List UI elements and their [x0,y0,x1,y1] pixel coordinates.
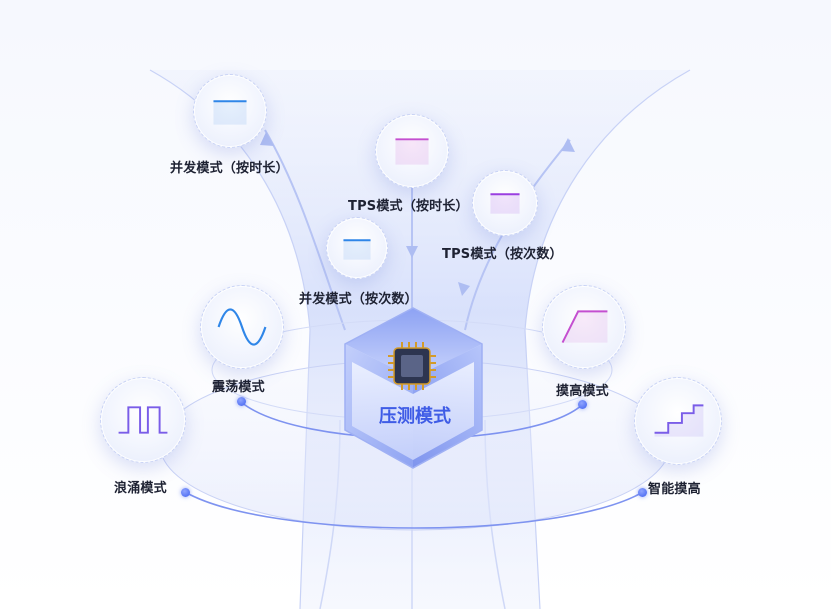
ring-dot [578,400,587,409]
ring-dot [181,488,190,497]
mode-node-concurrency-duration[interactable] [193,74,267,148]
arrow-up-icon [561,138,575,152]
mode-label-concurrency-count: 并发模式（按次数） [299,292,418,307]
center-title: 压测模式 [379,406,451,427]
mode-label-concurrency-duration: 并发模式（按时长） [170,161,289,176]
arrow-down-icon [458,282,470,296]
ramp-up-icon [561,310,608,344]
mode-label-oscillation: 震荡模式 [212,380,265,395]
chip-icon [388,342,436,390]
mode-node-ramp[interactable] [542,285,626,369]
mode-label-surge: 浪涌模式 [114,481,167,496]
staircase-icon [654,404,704,437]
mode-node-smart-ramp[interactable] [634,377,722,465]
mode-node-oscillation[interactable] [200,285,284,369]
flat-line-icon [395,138,429,165]
arrow-down-icon [406,246,418,258]
outer-ring-arc [184,491,644,529]
mode-label-smart-ramp: 智能摸高 [648,482,701,497]
ring-dot [638,488,647,497]
mode-label-ramp: 摸高模式 [556,384,609,399]
mode-node-surge[interactable] [100,377,186,463]
flat-line-icon [343,239,371,260]
flat-line-icon [490,193,520,214]
flow-line [264,129,346,331]
mode-node-tps-count[interactable] [472,170,538,236]
square-wave-icon [118,406,168,434]
sine-wave-icon [217,308,267,346]
arrow-up-icon [260,132,274,146]
mode-label-tps-duration: TPS模式（按时长） [348,199,469,214]
flat-line-icon [213,100,247,125]
mode-label-tps-count: TPS模式（按次数） [442,247,563,262]
ring-dot [237,397,246,406]
mode-node-tps-duration[interactable] [375,114,449,188]
mode-node-concurrency-count[interactable] [326,217,388,279]
